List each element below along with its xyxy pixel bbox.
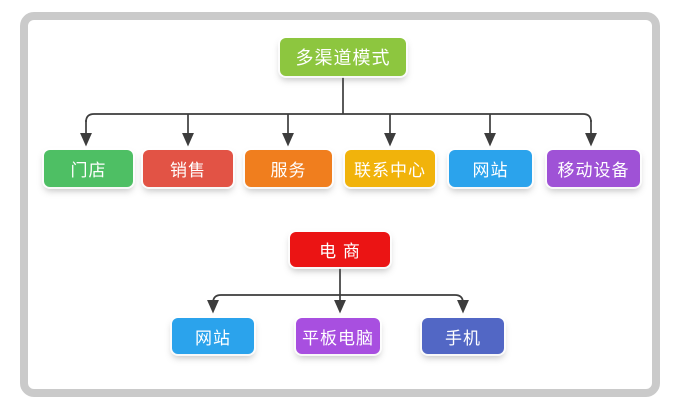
node-website: 网站 <box>449 150 532 187</box>
node-store: 门店 <box>44 150 133 187</box>
node-sales: 销售 <box>143 150 233 187</box>
node-contact-center: 联系中心 <box>345 150 435 187</box>
node-multichannel-model: 多渠道模式 <box>280 38 406 76</box>
node-phone: 手机 <box>422 318 504 354</box>
node-service: 服务 <box>245 150 332 187</box>
node-website-2: 网站 <box>172 318 254 354</box>
node-mobile-devices: 移动设备 <box>547 150 640 187</box>
node-tablet: 平板电脑 <box>296 318 380 354</box>
node-ecommerce: 电 商 <box>290 232 390 267</box>
